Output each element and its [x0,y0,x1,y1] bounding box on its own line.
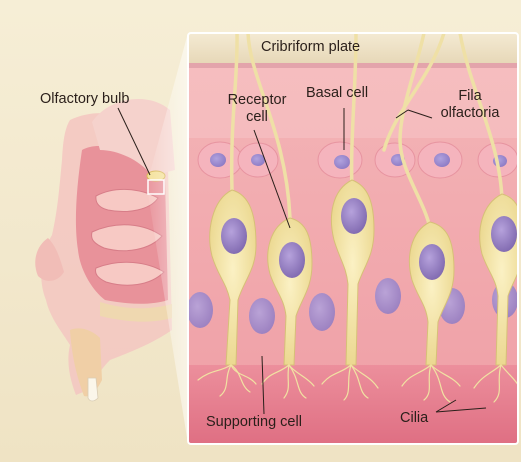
label-receptor-cell-line1: Receptor [214,92,300,109]
label-basal-cell: Basal cell [306,85,368,102]
label-fila-line2: olfactoria [430,105,510,122]
label-cilia: Cilia [400,410,428,427]
mucosal-surface [188,365,518,444]
label-olfactory-bulb: Olfactory bulb [40,91,129,108]
label-fila-line1: Fila [430,88,510,105]
label-receptor-cell: Receptor cell [214,92,300,126]
label-supporting-cell: Supporting cell [206,414,302,431]
label-receptor-cell-line2: cell [214,109,300,126]
label-cribriform-plate: Cribriform plate [261,39,360,56]
label-fila-olfactoria: Fila olfactoria [430,88,510,122]
